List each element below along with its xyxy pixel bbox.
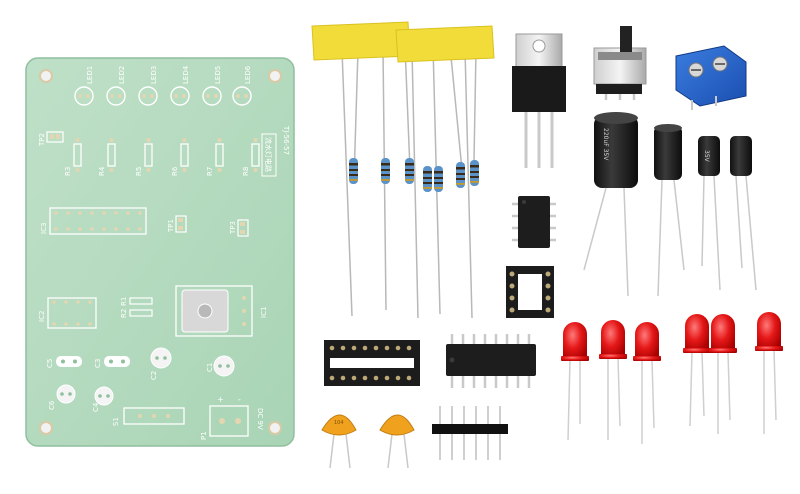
s1-label: S1 — [112, 417, 120, 426]
resistor-footprints — [73, 143, 260, 167]
led-labels: LED1 LED2 LED3 LED4 LED5 LED6 — [86, 65, 252, 84]
led-label: LED5 — [214, 66, 222, 84]
ic2-label: IC2 — [38, 311, 46, 322]
ic-socket-8 — [506, 266, 554, 318]
screw-terminal — [675, 45, 747, 110]
tp3-label: TP3 — [229, 221, 237, 235]
c3-label: C3 — [94, 359, 102, 368]
p1-label: P1 — [200, 431, 208, 440]
ceramic-capacitor-2 — [379, 414, 415, 469]
led-label: LED2 — [118, 66, 126, 84]
ic1-label: IC1 — [260, 307, 268, 318]
led-label: LED3 — [150, 66, 158, 84]
resistor-label: R4 — [98, 166, 106, 176]
ic-socket-16 — [324, 340, 420, 386]
c4-label: C4 — [92, 402, 100, 412]
red-leds — [561, 312, 783, 444]
resistor-labels: R3 R4 R5 R6 R7 R8 — [64, 166, 250, 176]
pcb-code: TJ-56-57 — [282, 125, 290, 155]
voltage-regulator — [512, 33, 566, 168]
led-label: LED4 — [182, 65, 190, 84]
ic-dip16 — [446, 334, 536, 388]
resistor-label: R6 — [171, 166, 179, 176]
electrolytic-capacitor-small-1: 35V — [698, 136, 721, 291]
ic3-label: IC3 — [40, 223, 48, 234]
c1-label: C1 — [206, 363, 214, 372]
tp2-label: TP2 — [38, 133, 46, 147]
electrolytic-capacitor-medium — [654, 124, 685, 297]
tp1-label: TP1 — [167, 219, 175, 233]
c2-label: C2 — [150, 371, 158, 380]
pin-header — [432, 406, 508, 460]
resistor-label: R7 — [206, 167, 214, 176]
cap-small-text: 35V — [703, 150, 710, 163]
electrolytic-capacitor-large: 220uF 35V — [583, 112, 638, 297]
slide-switch — [593, 26, 647, 100]
p1-plus: + — [217, 395, 224, 404]
r1-label: R1 — [120, 297, 128, 306]
resistor-label: R3 — [64, 167, 72, 176]
p1-minus: - — [238, 395, 241, 404]
led-label: LED1 — [86, 66, 94, 84]
led-label: LED6 — [244, 65, 252, 84]
c6-label: C6 — [48, 400, 56, 410]
cap-large-text: 220uF 35V — [602, 128, 609, 161]
electrolytic-capacitor-small-2 — [730, 136, 757, 291]
c5-label: C5 — [46, 359, 54, 368]
ceramic-text: 104 — [334, 420, 344, 426]
led-footprints — [74, 86, 252, 106]
pcb-board: LED1 LED2 LED3 LED4 LED5 LED6 R3 R4 R5 R… — [25, 57, 295, 447]
ceramic-capacitor-1: 104 — [321, 414, 357, 469]
resistor-label: R8 — [242, 167, 250, 176]
dc-label: DC 9V — [256, 408, 264, 430]
ic-dip8 — [512, 196, 556, 248]
resistor-label: R5 — [135, 167, 143, 176]
r2-label: R2 — [120, 309, 128, 318]
resistor-strip — [311, 21, 495, 319]
pcb-title: 流水灯电路 — [264, 137, 273, 172]
